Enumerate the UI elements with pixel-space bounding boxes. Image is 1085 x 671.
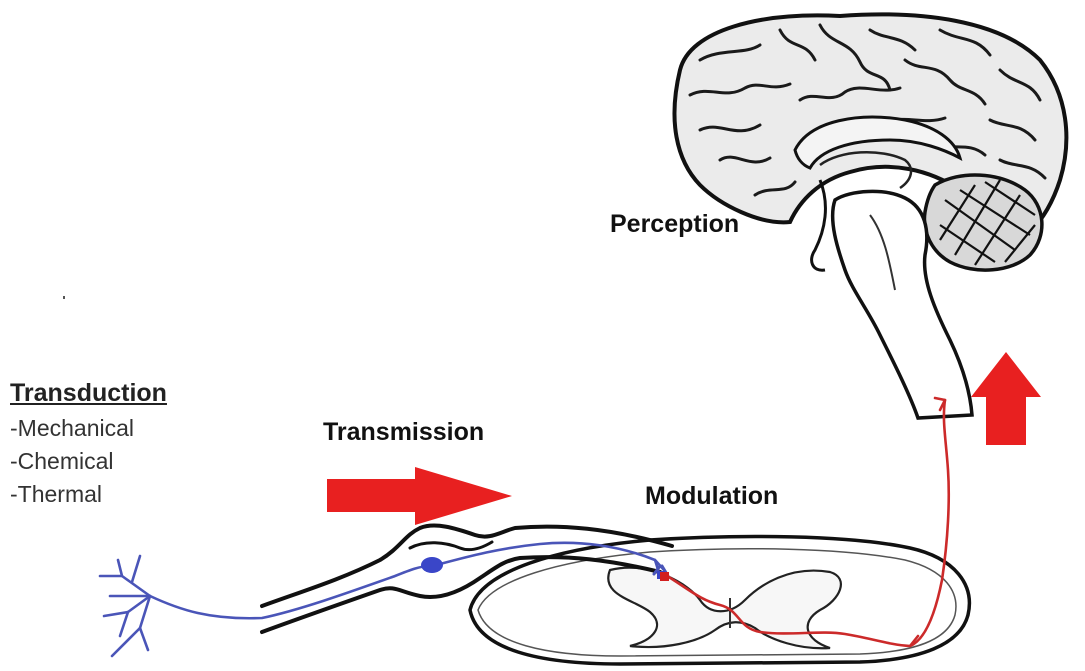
dorsal-root-ganglion-icon xyxy=(421,557,443,573)
arrow-up-icon xyxy=(971,352,1041,445)
transduction-type-chemical: -Chemical xyxy=(10,445,167,478)
transmission-label: Transmission xyxy=(323,420,484,445)
stray-dot xyxy=(63,296,65,299)
cerebellum xyxy=(924,175,1041,270)
transduction-type-thermal: -Thermal xyxy=(10,478,167,511)
second-order-neuron-start xyxy=(660,572,669,581)
transduction-block: Transduction -Mechanical -Chemical -Ther… xyxy=(10,380,167,511)
transduction-title: Transduction xyxy=(10,380,167,406)
arrow-right-icon xyxy=(327,467,512,525)
perception-label: Perception xyxy=(610,212,739,237)
transduction-type-mechanical: -Mechanical xyxy=(10,412,167,445)
modulation-label: Modulation xyxy=(645,484,778,509)
nerve-ending-branches xyxy=(100,556,150,656)
